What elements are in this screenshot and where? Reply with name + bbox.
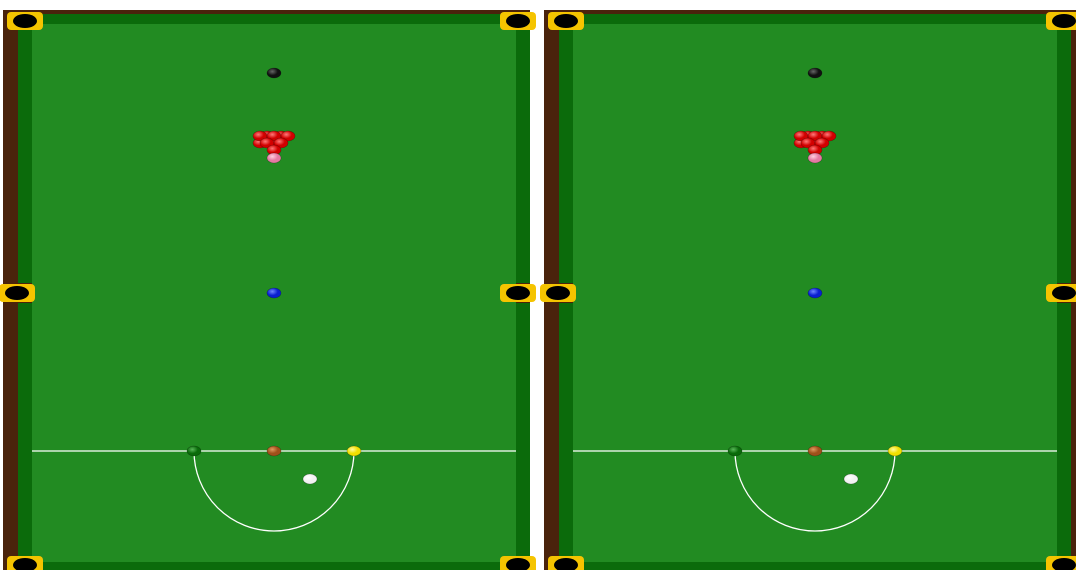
brown-ball[interactable] xyxy=(808,446,822,456)
pocket-hole xyxy=(554,14,578,28)
pocket-hole xyxy=(1052,14,1076,28)
middle-left-pocket[interactable] xyxy=(540,284,576,302)
top-left-pocket[interactable] xyxy=(548,12,584,30)
snooker-table-right xyxy=(540,10,1076,570)
pocket-hole xyxy=(546,286,570,300)
snooker-table-left xyxy=(0,10,536,570)
pocket-hole xyxy=(506,286,530,300)
bottom-cushion xyxy=(18,562,530,570)
bottom-right-pocket[interactable] xyxy=(500,556,536,570)
pocket-hole xyxy=(506,14,530,28)
yellow-ball[interactable] xyxy=(347,446,361,456)
green-ball[interactable] xyxy=(728,446,742,456)
top-right-pocket[interactable] xyxy=(500,12,536,30)
middle-right-pocket[interactable] xyxy=(500,284,536,302)
pocket-hole xyxy=(5,286,29,300)
bottom-right-pocket[interactable] xyxy=(1046,556,1076,570)
bottom-left-pocket[interactable] xyxy=(548,556,584,570)
black-ball[interactable] xyxy=(808,68,822,78)
top-cushion xyxy=(18,14,530,24)
cue-ball[interactable] xyxy=(844,474,858,484)
bottom-left-pocket[interactable] xyxy=(7,556,43,570)
top-right-pocket[interactable] xyxy=(1046,12,1076,30)
bottom-cushion xyxy=(559,562,1071,570)
yellow-ball[interactable] xyxy=(888,446,902,456)
blue-ball[interactable] xyxy=(808,288,822,298)
black-ball[interactable] xyxy=(267,68,281,78)
cue-ball[interactable] xyxy=(303,474,317,484)
pocket-hole xyxy=(13,14,37,28)
pocket-hole xyxy=(1052,286,1076,300)
middle-left-pocket[interactable] xyxy=(0,284,35,302)
pink-ball[interactable] xyxy=(808,153,822,163)
middle-right-pocket[interactable] xyxy=(1046,284,1076,302)
blue-ball[interactable] xyxy=(267,288,281,298)
tables-layer xyxy=(0,10,1076,570)
top-left-pocket[interactable] xyxy=(7,12,43,30)
top-cushion xyxy=(559,14,1071,24)
brown-ball[interactable] xyxy=(267,446,281,456)
green-ball[interactable] xyxy=(187,446,201,456)
pink-ball[interactable] xyxy=(267,153,281,163)
